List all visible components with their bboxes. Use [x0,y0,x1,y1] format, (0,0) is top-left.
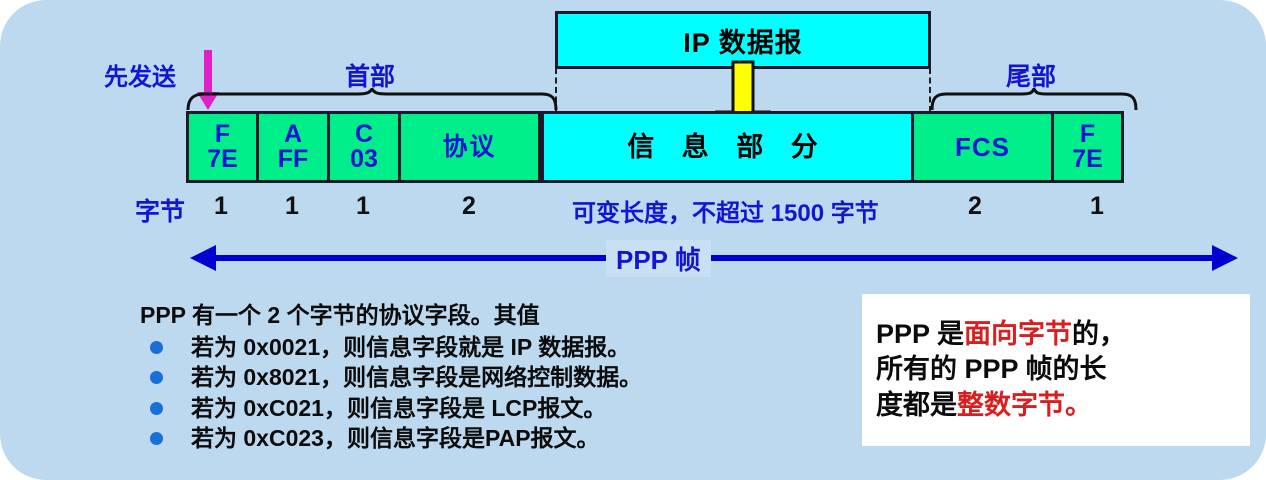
field-information: 信 息 部 分 [541,114,914,180]
callout-line-1-highlight: 面向字节 [964,318,1073,349]
list-item: 若为 0xC023，则信息字段是PAP报文。 [140,425,840,451]
field-flag-start-line1: F [214,120,231,148]
field-flag-end-line2: 7E [1072,145,1103,173]
field-address-line1: A [283,120,303,148]
first-send-label: 先发送 [104,64,176,91]
byte-count-flag-start: 1 [214,192,228,220]
trailer-brace-label: 尾部 [1006,63,1057,91]
ppp-frame-fields: F 7E A FF C 03 协议 信 息 部 分 FCS F 7E [186,111,1124,183]
callout-line-3-part-a: 度都是 [876,389,957,420]
callout-line-1: PPP 是面向字节的， [876,317,1236,353]
header-brace-label: 首部 [345,63,396,91]
field-fcs-label: FCS [955,132,1010,162]
field-control: C 03 [330,114,401,180]
dashed-connector-right [929,68,931,112]
callout-line-3: 度都是整数字节。 [876,388,1236,424]
field-flag-start-line2: 7E [207,145,238,173]
byte-count-address: 1 [285,192,299,220]
list-item-text: 若为 0x8021，则信息字段是网络控制数据。 [191,364,643,391]
field-protocol: 协议 [401,114,541,180]
byte-count-protocol: 2 [462,192,476,220]
field-flag-start: F 7E [189,114,259,180]
callout-line-1-part-c: 的， [1072,318,1127,349]
ip-datagram-box: IP 数据报 [555,11,931,69]
byte-count-flag-end: 1 [1090,192,1104,220]
bullet-icon [150,371,163,385]
bullet-icon [150,432,163,446]
field-fcs: FCS [914,114,1054,180]
field-flag-end-line1: F [1079,120,1096,148]
header-brace [186,88,558,111]
protocol-field-notes: PPP 有一个 2 个字节的协议字段。其值 若为 0x0021，则信息字段就是 … [140,296,840,456]
list-item: 若为 0x8021，则信息字段是网络控制数据。 [140,364,840,390]
byte-count-information: 可变长度，不超过 1500 字节 [572,200,879,227]
ppp-frame-span-label: PPP 帧 [606,240,711,277]
list-item-text: 若为 0xC021，则信息字段是 LCP报文。 [191,394,607,421]
field-flag-end: F 7E [1054,114,1121,180]
notes-heading: PPP 有一个 2 个字节的协议字段。其值 [140,302,540,328]
list-item: 若为 0x0021，则信息字段就是 IP 数据报。 [140,334,840,360]
ip-datagram-label: IP 数据报 [683,27,803,58]
byte-size-row: 字节 1 1 1 2 可变长度，不超过 1500 字节 2 1 [0,192,1266,227]
byte-row-label: 字节 [135,198,186,226]
callout-line-2: 所有的 PPP 帧的长 [876,354,1107,385]
field-address: A FF [259,114,330,180]
bullet-icon [150,401,163,415]
list-item: 若为 0xC021，则信息字段是 LCP报文。 [140,395,840,421]
callout-line-1-part-a: PPP 是 [876,318,965,349]
list-item-text: 若为 0x0021，则信息字段就是 IP 数据报。 [191,334,631,360]
field-control-line2: 03 [350,145,378,173]
field-control-line1: C [354,120,374,148]
trailer-brace [930,88,1138,111]
field-information-label: 信 息 部 分 [627,131,828,162]
field-address-line2: FF [277,145,309,173]
bullet-icon [150,341,163,354]
field-protocol-label: 协议 [442,132,497,161]
list-item-text: 若为 0xC023，则信息字段是PAP报文。 [191,425,600,452]
dashed-connector-left [555,68,557,112]
byte-count-control: 1 [356,192,370,220]
byte-count-fcs: 2 [968,192,982,220]
notes-list: 若为 0x0021，则信息字段就是 IP 数据报。 若为 0x8021，则信息字… [140,334,840,452]
ppp-frame-span-arrow [190,245,1238,271]
byte-oriented-callout: PPP 是面向字节的， 所有的 PPP 帧的长 度都是整数字节。 [862,294,1250,446]
callout-line-3-highlight: 整数字节。 [957,389,1092,420]
